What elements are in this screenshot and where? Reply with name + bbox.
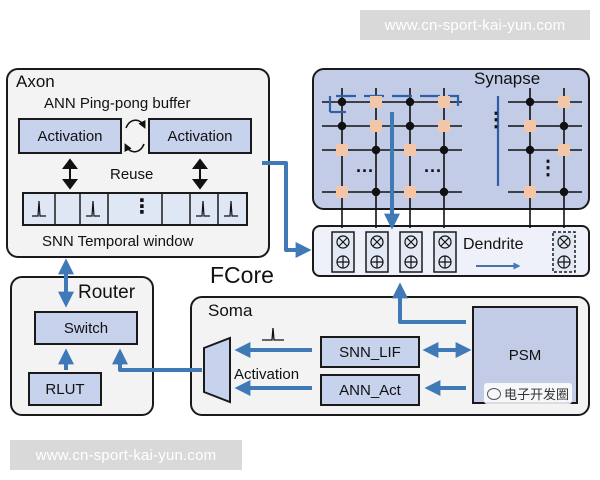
soma-title: Soma [208, 301, 253, 320]
ping-pong-buffer-label: ANN Ping-pong buffer [44, 95, 191, 112]
flow-arrows [58, 112, 472, 396]
synapse-vdots: ⋮ [486, 109, 506, 131]
synapse-node-dots [337, 97, 569, 197]
dendrite-cells [331, 231, 576, 273]
reuse-arrows [62, 158, 208, 190]
activation-label: Activation [234, 366, 300, 383]
spike-glyphs [32, 200, 238, 217]
activation-right-box: Activation [148, 118, 252, 154]
dendrite-operators [336, 235, 571, 269]
synapse-title: Synapse [474, 69, 541, 88]
synapse-panel [312, 68, 590, 210]
reuse-label: Reuse [110, 166, 154, 183]
ping-pong-arrows [124, 119, 146, 153]
fcore-label: FCore [210, 262, 274, 288]
temporal-window-cells [54, 192, 219, 226]
temporal-window-dots: ⋮ [132, 196, 152, 218]
brand-badge: 电子开发圈 [484, 383, 573, 404]
brand-badge-text: 电子开发圈 [504, 388, 570, 403]
router-title: Router [78, 282, 136, 303]
ann-act-box: ANN_Act [320, 374, 420, 406]
axon-panel [6, 68, 270, 258]
synapse-weight-squares [336, 96, 570, 198]
switch-box: Switch [34, 311, 138, 345]
brand-badge-icon [487, 387, 501, 400]
watermark-top: www.cn-sport-kai-yun.com [360, 10, 590, 40]
temporal-window-label: SNN Temporal window [42, 233, 194, 250]
synapse-hdots: ··· [356, 161, 374, 181]
snn-lif-box: SNN_LIF [320, 336, 420, 368]
activation-left-box: Activation [18, 118, 122, 154]
dendrite-title: Dendrite [463, 236, 524, 253]
mux-trapezoid [203, 336, 231, 404]
synapse-vdots-2: ⋮ [538, 157, 558, 179]
soma-spike-glyph [262, 327, 284, 341]
temporal-window [22, 192, 248, 226]
axon-title: Axon [16, 72, 55, 91]
watermark-bottom: www.cn-sport-kai-yun.com [10, 440, 242, 470]
rlut-box: RLUT [28, 372, 102, 406]
synapse-hdots-2: ··· [424, 161, 442, 181]
